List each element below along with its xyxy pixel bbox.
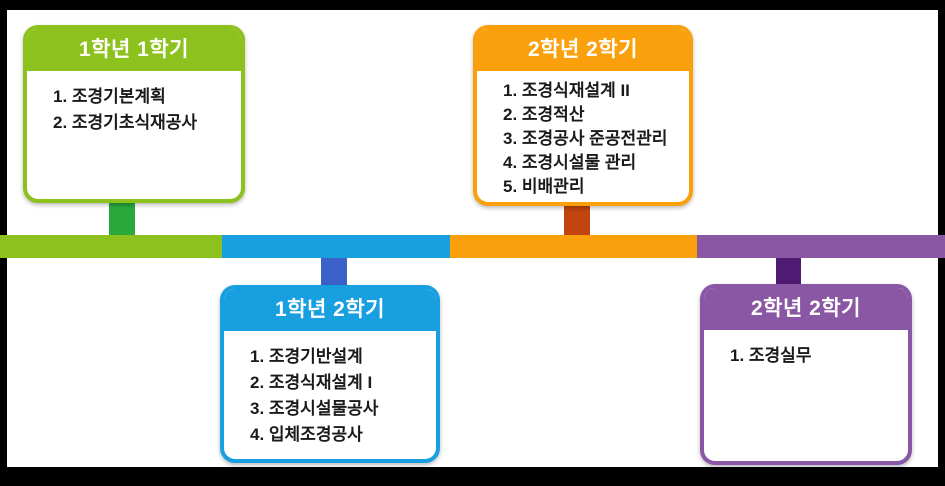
connector-year2-sem2 — [776, 256, 801, 287]
course-item: 2. 조경적산 — [503, 105, 585, 124]
timeline-segment-year2-sem2 — [697, 235, 945, 258]
timeline-segment-year1-sem2 — [222, 235, 450, 258]
course-list: 1. 조경실무 — [704, 330, 908, 369]
semester-box-year1-sem1: 1학년 1학기 1. 조경기본계획 2. 조경기초식재공사 — [23, 25, 245, 203]
course-list: 1. 조경기반설계 2. 조경식재설계 I 3. 조경시설물공사 4. 입체조경… — [224, 331, 436, 448]
timeline-segment-year2-sem1 — [450, 235, 697, 258]
semester-box-year2-sem1: 2학년 2학기 1. 조경식재설계 II 2. 조경적산 3. 조경공사 준공전… — [473, 25, 693, 206]
timeline-bar — [0, 235, 945, 258]
semester-title: 2학년 2학기 — [704, 288, 908, 330]
course-item: 1. 조경기본계획 — [53, 87, 166, 106]
course-item: 2. 조경기초식재공사 — [53, 113, 198, 132]
course-item: 2. 조경식재설계 I — [250, 373, 373, 392]
semester-box-year2-sem2: 2학년 2학기 1. 조경실무 — [700, 284, 912, 465]
course-list: 1. 조경식재설계 II 2. 조경적산 3. 조경공사 준공전관리 4. 조경… — [477, 71, 689, 199]
timeline-segment-year1-sem1 — [0, 235, 222, 258]
course-item: 4. 입체조경공사 — [250, 425, 363, 444]
connector-year2-sem1 — [564, 202, 590, 237]
connector-year1-sem1 — [109, 200, 135, 237]
course-item: 1. 조경실무 — [730, 346, 812, 365]
semester-title: 2학년 2학기 — [477, 29, 689, 71]
semester-title: 1학년 1학기 — [27, 29, 241, 71]
course-item: 1. 조경식재설계 II — [503, 81, 630, 100]
course-item: 3. 조경시설물공사 — [250, 399, 379, 418]
course-item: 1. 조경기반설계 — [250, 347, 363, 366]
semester-title: 1학년 2학기 — [224, 289, 436, 331]
course-item: 5. 비배관리 — [503, 177, 585, 196]
course-item: 4. 조경시설물 관리 — [503, 153, 637, 172]
course-item: 3. 조경공사 준공전관리 — [503, 129, 668, 148]
semester-box-year1-sem2: 1학년 2학기 1. 조경기반설계 2. 조경식재설계 I 3. 조경시설물공사… — [220, 285, 440, 463]
connector-year1-sem2 — [321, 256, 347, 288]
course-list: 1. 조경기본계획 2. 조경기초식재공사 — [27, 71, 241, 136]
